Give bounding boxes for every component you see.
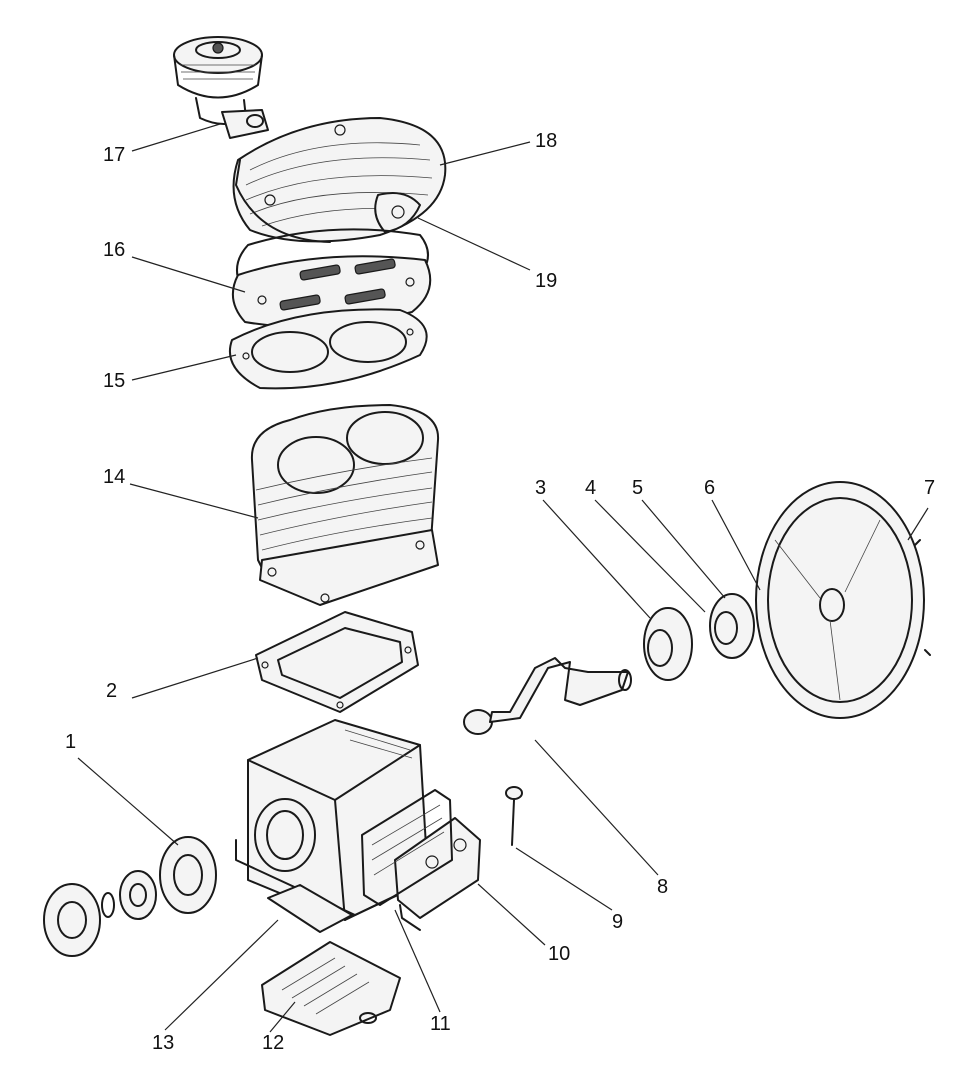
part-8-crankshaft xyxy=(463,657,632,735)
part-13-bottom-gasket xyxy=(267,884,353,933)
label-1: 1 xyxy=(65,731,76,753)
part-15-gasket xyxy=(228,308,428,390)
label-16: 16 xyxy=(103,239,125,261)
label-3: 3 xyxy=(535,477,546,499)
labels: 1 2 3 4 5 6 7 8 9 10 11 12 13 14 15 16 1… xyxy=(65,130,935,1054)
part-14-cylinder-block xyxy=(250,404,440,606)
label-14: 14 xyxy=(103,466,125,488)
part-12-oil-pan xyxy=(261,941,401,1036)
part-17-air-filter xyxy=(173,36,269,139)
label-15: 15 xyxy=(103,370,125,392)
part-1-bearing-assembly xyxy=(43,836,217,957)
label-7: 7 xyxy=(924,477,935,499)
part-11-side-gasket xyxy=(361,789,453,906)
part-4-5-seal-bearing xyxy=(709,593,755,659)
label-2: 2 xyxy=(106,680,117,702)
label-8: 8 xyxy=(657,876,668,898)
label-12: 12 xyxy=(262,1032,284,1054)
label-9: 9 xyxy=(612,911,623,933)
label-10: 10 xyxy=(548,943,570,965)
label-19: 19 xyxy=(535,270,557,292)
label-17: 17 xyxy=(103,144,125,166)
part-3-bearing-cap xyxy=(643,607,693,681)
part-7-flywheel xyxy=(755,481,931,719)
part-18-cylinder-head xyxy=(232,117,447,243)
part-9-dipstick xyxy=(505,786,523,846)
label-6: 6 xyxy=(704,477,715,499)
label-5: 5 xyxy=(632,477,643,499)
label-4: 4 xyxy=(585,477,596,499)
part-2-base-gasket xyxy=(255,611,419,713)
label-13: 13 xyxy=(152,1032,174,1054)
leader-lines xyxy=(77,123,929,1033)
label-18: 18 xyxy=(535,130,557,152)
label-11: 11 xyxy=(430,1013,451,1035)
